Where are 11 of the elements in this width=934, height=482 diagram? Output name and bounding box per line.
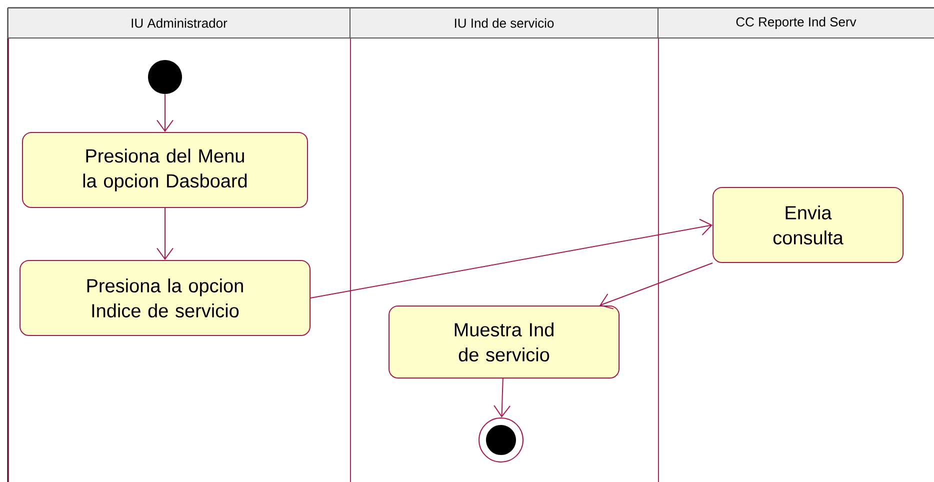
arrow	[310, 218, 713, 298]
end-node	[478, 418, 524, 462]
arrow	[600, 262, 713, 310]
activity-box: Presiona la opcion Indice de servicio	[20, 260, 310, 336]
start-node	[148, 60, 182, 94]
activity-box: Muestra Ind de servicio	[388, 306, 620, 378]
arrow	[156, 94, 174, 132]
activity-box: Presiona del Menu la opcion Dasboard	[22, 132, 308, 208]
arrow	[156, 208, 174, 260]
arrow	[494, 378, 511, 418]
activity-box: Envia consulta	[712, 187, 904, 263]
